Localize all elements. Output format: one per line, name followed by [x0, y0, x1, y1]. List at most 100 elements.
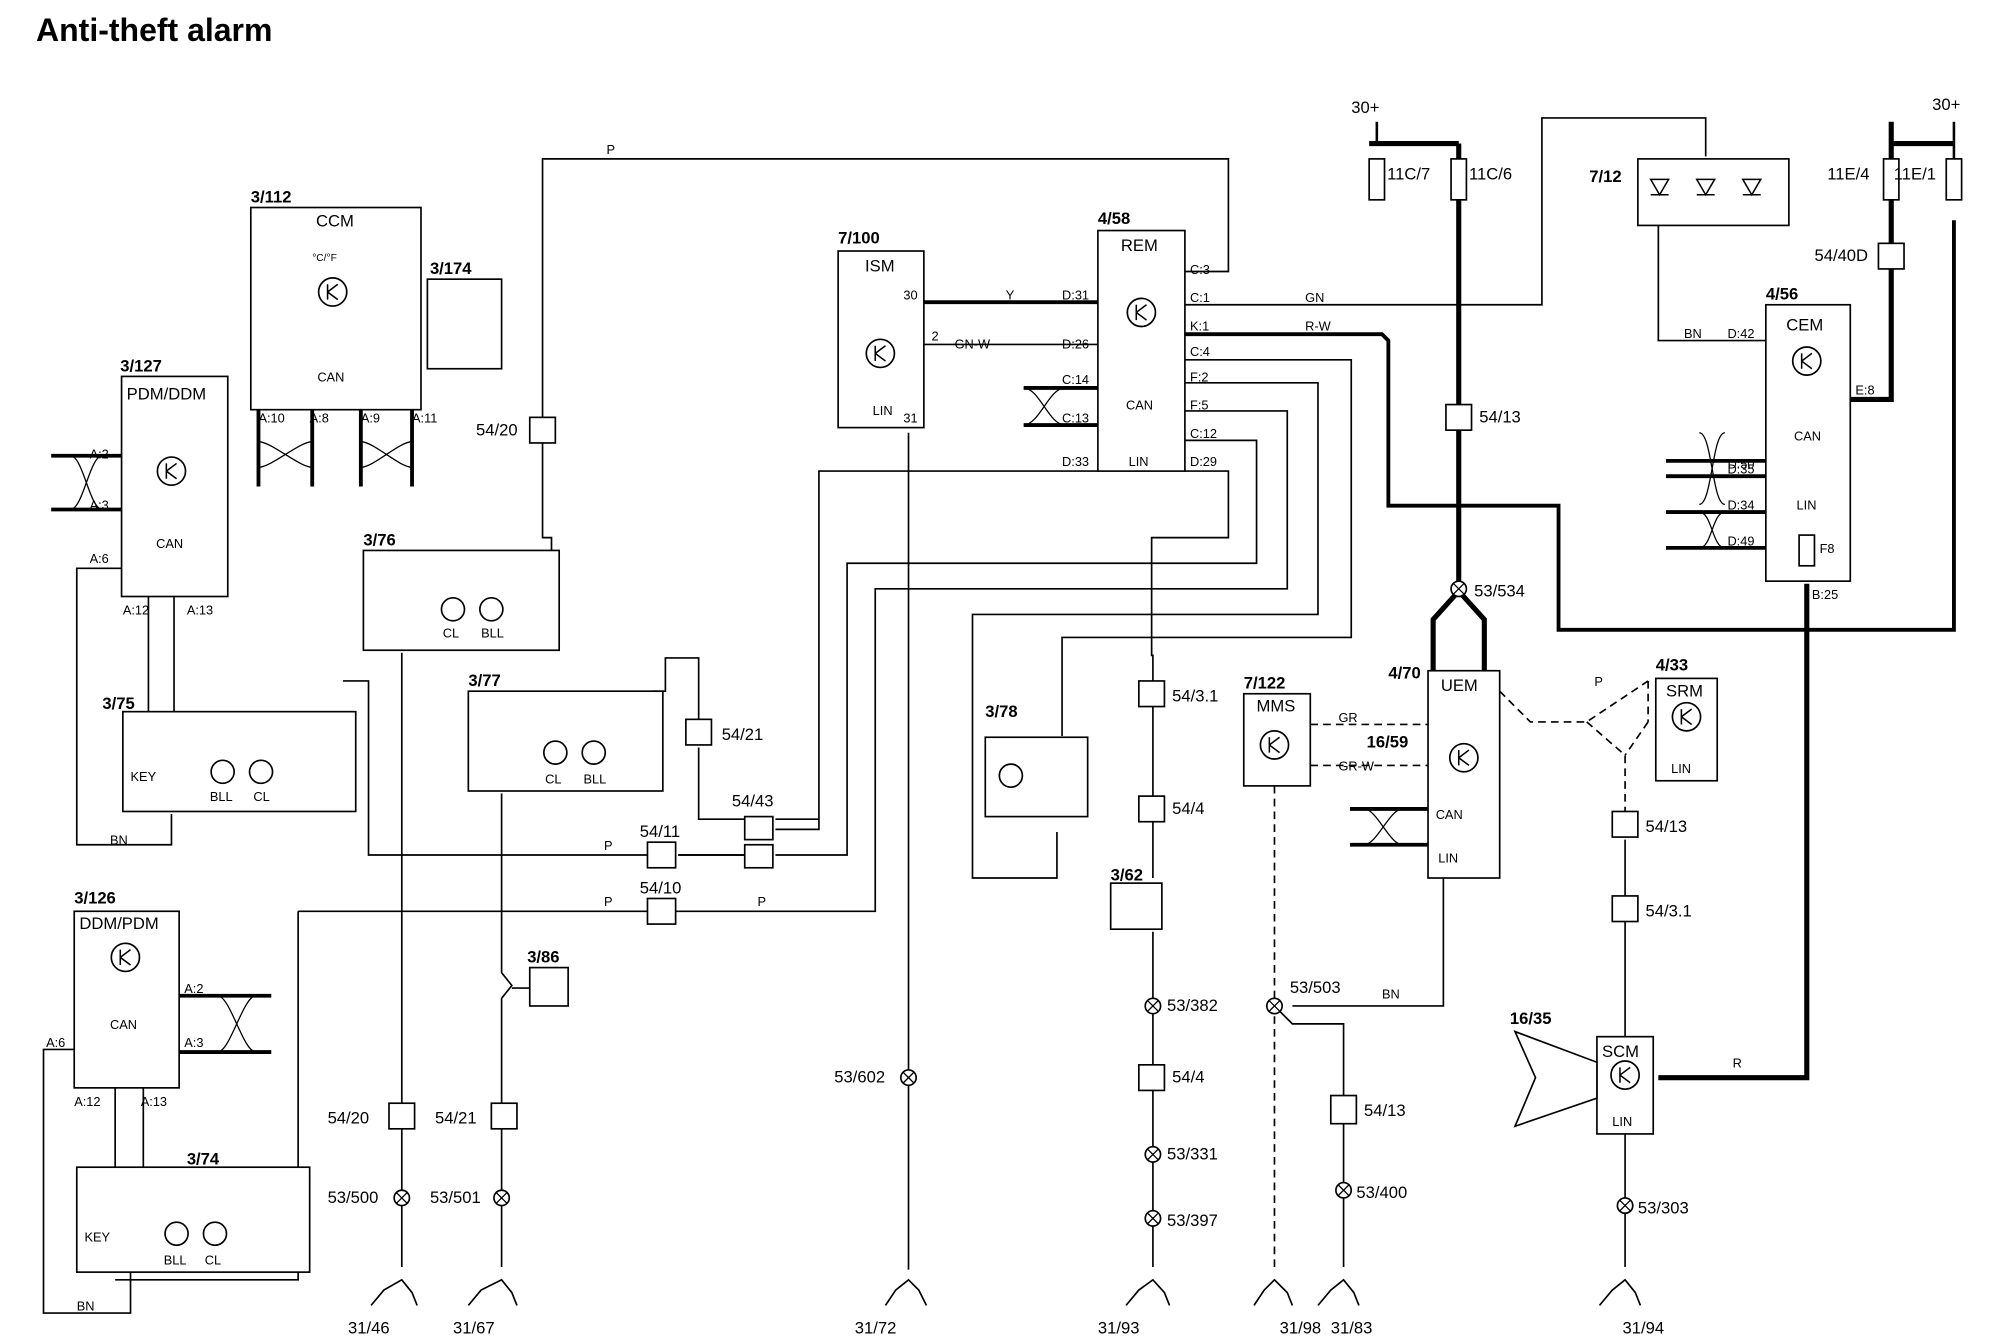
svg-text:A:2: A:2: [90, 446, 109, 461]
uem-box: [1427, 669, 1501, 879]
svg-text:C:13: C:13: [1062, 410, 1089, 425]
svg-text:KEY: KEY: [131, 769, 157, 784]
svg-text:CAN: CAN: [317, 370, 344, 385]
svg-text:D:49: D:49: [1727, 533, 1754, 548]
svg-text:P: P: [604, 838, 613, 853]
svg-text:C:3: C:3: [1190, 262, 1210, 277]
svg-text:11C/7: 11C/7: [1387, 164, 1430, 183]
svg-text:A:12: A:12: [74, 1094, 100, 1109]
svg-text:54/20: 54/20: [328, 1109, 370, 1128]
svg-text:P: P: [758, 894, 767, 909]
svg-text:BLL: BLL: [481, 625, 504, 640]
svg-text:30+: 30+: [1351, 98, 1379, 117]
svg-text:GN: GN: [1305, 290, 1324, 305]
ccm-box: [249, 206, 422, 411]
svg-text:16/59: 16/59: [1367, 732, 1409, 751]
svg-text:B:25: B:25: [1812, 587, 1838, 602]
ref-3-127: 3/127: [120, 356, 162, 375]
ref-3-75: 3/75: [102, 694, 134, 713]
name-rem: REM: [1121, 236, 1158, 255]
svg-text:C:14: C:14: [1062, 372, 1089, 387]
3-75-box: [122, 710, 357, 813]
svg-text:54/4: 54/4: [1172, 799, 1204, 818]
wire-c12: [775, 439, 1258, 856]
wire-gn: [1184, 117, 1707, 306]
svg-text:R: R: [1733, 1055, 1742, 1070]
name-cem: CEM: [1786, 315, 1823, 334]
svg-text:53/397: 53/397: [1167, 1211, 1218, 1230]
svg-text:F:2: F:2: [1190, 370, 1208, 385]
svg-text:BLL: BLL: [164, 1252, 187, 1267]
svg-text:A:13: A:13: [187, 602, 213, 617]
ref-7-12: 7/12: [1589, 167, 1621, 186]
svg-text:54/13: 54/13: [1646, 817, 1688, 836]
svg-text:F:5: F:5: [1190, 398, 1208, 413]
svg-text:D:42: D:42: [1727, 326, 1754, 341]
wire-p-5420: [541, 442, 553, 551]
svg-text:D:33: D:33: [1062, 454, 1089, 469]
svg-text:54/20: 54/20: [476, 420, 518, 439]
svg-text:P: P: [604, 894, 613, 909]
svg-text:2: 2: [932, 329, 939, 344]
svg-text:°C/°F: °C/°F: [312, 253, 337, 264]
svg-text:C:4: C:4: [1190, 344, 1210, 359]
svg-text:LIN: LIN: [1797, 497, 1817, 512]
page-title: Anti-theft alarm: [36, 12, 273, 48]
svg-text:BN: BN: [77, 1299, 95, 1314]
3-174-box: [426, 278, 503, 370]
svg-text:A:9: A:9: [361, 410, 380, 425]
svg-text:BN: BN: [110, 833, 128, 848]
svg-text:D:29: D:29: [1190, 454, 1217, 469]
svg-text:K:1: K:1: [1190, 318, 1209, 333]
svg-text:54/40D: 54/40D: [1814, 246, 1868, 265]
svg-text:30: 30: [903, 288, 917, 303]
ddm-pdm-box: [73, 910, 180, 1089]
svg-text:D:34: D:34: [1727, 497, 1754, 512]
svg-text:Y: Y: [1006, 288, 1015, 303]
svg-text:CAN: CAN: [1126, 398, 1153, 413]
svg-text:31/83: 31/83: [1331, 1319, 1373, 1338]
svg-text:LIN: LIN: [1671, 761, 1691, 776]
name-ccm: CCM: [316, 212, 354, 231]
svg-text:A:12: A:12: [123, 602, 149, 617]
svg-text:53/331: 53/331: [1167, 1145, 1218, 1164]
svg-text:D:31: D:31: [1062, 288, 1089, 303]
name-srm: SRM: [1666, 681, 1703, 700]
7-12-box: [1637, 158, 1790, 227]
svg-text:A:6: A:6: [90, 551, 109, 566]
ref-4-33: 4/33: [1656, 656, 1688, 675]
svg-text:C:1: C:1: [1190, 290, 1210, 305]
ref-3-78: 3/78: [985, 702, 1017, 721]
svg-text:31/67: 31/67: [453, 1319, 495, 1338]
svg-text:P: P: [1594, 674, 1603, 689]
ref-3-62: 3/62: [1111, 866, 1143, 885]
name-ism: ISM: [865, 256, 895, 275]
name-pdm-ddm: PDM/DDM: [127, 384, 206, 403]
svg-text:53/501: 53/501: [430, 1188, 481, 1207]
svg-text:D:35: D:35: [1727, 462, 1754, 477]
svg-text:CL: CL: [205, 1252, 221, 1267]
svg-text:CAN: CAN: [1436, 807, 1463, 822]
svg-text:LIN: LIN: [873, 403, 893, 418]
wire-rw: [1184, 220, 1956, 632]
svg-text:CL: CL: [545, 771, 561, 786]
svg-text:CL: CL: [443, 625, 459, 640]
svg-text:A:10: A:10: [258, 410, 284, 425]
svg-text:LIN: LIN: [1438, 851, 1458, 866]
svg-text:53/382: 53/382: [1167, 996, 1218, 1015]
svg-text:54/3.1: 54/3.1: [1646, 901, 1692, 920]
svg-text:54/13: 54/13: [1364, 1101, 1406, 1120]
wire-d29: [1150, 470, 1230, 681]
svg-text:54/13: 54/13: [1479, 407, 1521, 426]
svg-text:31: 31: [903, 410, 917, 425]
svg-text:54/3.1: 54/3.1: [1172, 686, 1218, 705]
ref-7-100: 7/100: [838, 228, 880, 247]
svg-text:BLL: BLL: [583, 771, 606, 786]
svg-text:30+: 30+: [1932, 95, 1960, 114]
svg-text:BN: BN: [1382, 986, 1400, 1001]
svg-text:53/400: 53/400: [1356, 1183, 1407, 1202]
svg-text:54/11: 54/11: [640, 822, 680, 841]
wire-d33: [775, 470, 1098, 831]
ref-3-126: 3/126: [74, 889, 116, 908]
svg-text:CAN: CAN: [110, 1017, 137, 1032]
